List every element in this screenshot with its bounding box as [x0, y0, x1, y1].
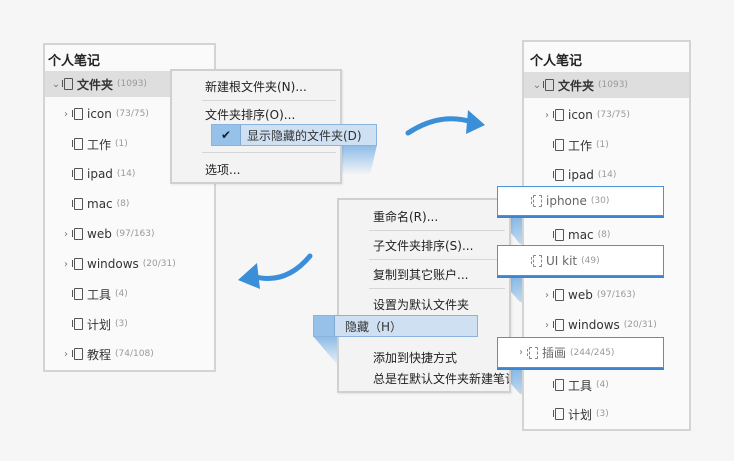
notebook-icon — [531, 195, 542, 207]
folder-count: (97/163) — [115, 229, 155, 239]
folder-count: (4) — [115, 289, 128, 299]
menu-icon-slot — [314, 316, 335, 336]
menu-item-show-hidden-folders[interactable]: ✔ 显示隐藏的文件夹(D) — [211, 124, 377, 146]
notebook-icon — [543, 79, 554, 91]
folder-name: icon — [87, 107, 112, 121]
notebook-icon — [553, 229, 564, 241]
folder-name: mac — [87, 197, 113, 211]
arrow-left-icon — [238, 253, 313, 289]
menu-separator — [202, 152, 336, 153]
panel-title: 个人笔记 — [48, 54, 101, 69]
folder-count: (1) — [115, 139, 128, 149]
folder-name: 文件夹 — [77, 77, 114, 92]
folder-name: 工具 — [87, 287, 112, 302]
notebook-icon — [72, 138, 83, 150]
chevron-right-icon[interactable]: › — [64, 228, 68, 240]
tree-item[interactable]: › 教程(74/108) — [45, 341, 214, 367]
menu-separator — [369, 259, 505, 260]
arrow-right-icon — [405, 110, 485, 136]
notebook-icon — [72, 318, 83, 330]
menu-item-set-default[interactable]: 设置为默认文件夹 — [373, 297, 470, 312]
notebook-icon — [62, 78, 73, 90]
notebook-icon — [553, 139, 564, 151]
notebook-icon — [553, 169, 564, 181]
folder-count: (20/31) — [142, 259, 176, 269]
tree-item[interactable]: › windows(20/31) — [45, 251, 214, 277]
tree-item-illustration-hidden[interactable]: › 插画(244/245) — [497, 337, 664, 368]
folder-name: 文件夹 — [558, 78, 595, 93]
notebook-icon — [553, 319, 564, 331]
notebook-icon — [72, 258, 83, 270]
folder-name: ipad — [87, 167, 113, 181]
chevron-right-icon[interactable]: › — [545, 109, 549, 121]
menu-item-copy-to-account[interactable]: 复制到其它账户... — [373, 267, 469, 282]
panel-title: 个人笔记 — [530, 54, 583, 69]
menu-item-sort-folders[interactable]: 文件夹排序(O)... — [205, 107, 296, 122]
tree-item-iphone-hidden[interactable]: iphone(30) — [497, 186, 664, 216]
tree-item-plan[interactable]: 计划(3) — [524, 401, 689, 427]
notebook-icon — [72, 198, 83, 210]
chevron-right-icon[interactable]: › — [64, 348, 68, 360]
notebook-icon — [553, 109, 564, 121]
folder-name: web — [87, 227, 112, 241]
menu-separator — [369, 230, 505, 231]
folder-count: (1093) — [117, 79, 147, 89]
folder-count: (1093) — [598, 80, 628, 90]
folder-count: (73/75) — [115, 109, 149, 119]
notebook-icon — [72, 228, 83, 240]
menu-item-options[interactable]: 选项... — [205, 162, 241, 177]
tree-item[interactable]: 工作(1) — [45, 131, 214, 157]
folder-name: 工作 — [87, 137, 112, 152]
menu-separator — [202, 100, 336, 101]
tree-item-icon[interactable]: › icon(73/75) — [524, 102, 689, 128]
tree-item[interactable]: mac(8) — [45, 191, 214, 217]
tree-item[interactable]: 计划(3) — [45, 311, 214, 337]
menu-item-new-root-folder[interactable]: 新建根文件夹(N)... — [205, 79, 307, 94]
tree-item[interactable]: › icon(73/75) — [45, 101, 214, 127]
folder-name: windows — [87, 257, 139, 271]
notebook-icon — [531, 254, 542, 267]
notebook-icon — [553, 289, 564, 301]
notebook-icon — [72, 108, 83, 120]
tree-item[interactable]: 工具(4) — [45, 281, 214, 307]
notebook-icon — [527, 346, 538, 359]
notebook-icon — [72, 168, 83, 180]
chevron-right-icon[interactable]: › — [545, 319, 549, 331]
tree-item[interactable]: › web(97/163) — [45, 221, 214, 247]
tree-item-work[interactable]: 工作(1) — [524, 132, 689, 158]
check-icon: ✔ — [212, 125, 241, 145]
tree-item-tools[interactable]: 工具(4) — [524, 372, 689, 398]
chevron-right-icon[interactable]: › — [64, 108, 68, 120]
tree-item-windows[interactable]: › windows(20/31) — [524, 312, 689, 338]
menu-item-add-shortcut[interactable]: 添加到快捷方式 — [373, 350, 458, 365]
tree-item-mac[interactable]: mac(8) — [524, 222, 689, 248]
right-folder-panel: 个人笔记 ⌄ 文件夹 (1093) › icon(73/75) 工作(1) ip… — [522, 40, 691, 431]
folder-root[interactable]: ⌄ 文件夹 (1093) — [524, 72, 689, 98]
menu-separator — [369, 288, 505, 289]
menu-item-always-new-note[interactable]: 总是在默认文件夹新建笔记 — [373, 371, 509, 386]
tree-item-uikit-hidden[interactable]: UI kit(49) — [497, 245, 664, 276]
chevron-right-icon[interactable]: › — [64, 258, 68, 270]
context-menu-folder: 重命名(R)... 子文件夹排序(S)... 复制到其它账户... 设置为默认文… — [337, 198, 511, 393]
menu-item-hide[interactable]: 隐藏（H） — [313, 315, 478, 337]
tree-item-ipad[interactable]: ipad(14) — [524, 162, 689, 188]
folder-name: 教程 — [87, 347, 112, 362]
menu-item-rename[interactable]: 重命名(R)... — [373, 209, 439, 224]
chevron-down-icon[interactable]: ⌄ — [51, 78, 61, 90]
tree-item[interactable]: ipad(14) — [45, 161, 214, 187]
folder-count: (3) — [115, 319, 128, 329]
chevron-down-icon[interactable]: ⌄ — [532, 79, 542, 91]
menu-item-sort-subfolders[interactable]: 子文件夹排序(S)... — [373, 238, 474, 253]
chevron-right-icon[interactable]: › — [519, 347, 523, 358]
notebook-icon — [72, 348, 83, 360]
folder-count: (8) — [116, 199, 130, 209]
notebook-icon — [553, 379, 564, 391]
tree-item-web[interactable]: › web(97/163) — [524, 282, 689, 308]
notebook-icon — [553, 408, 564, 420]
folder-count: (74/108) — [115, 349, 154, 359]
chevron-right-icon[interactable]: › — [545, 289, 549, 301]
folder-name: 计划 — [87, 317, 112, 332]
notebook-icon — [72, 288, 83, 300]
folder-count: (14) — [116, 169, 136, 179]
